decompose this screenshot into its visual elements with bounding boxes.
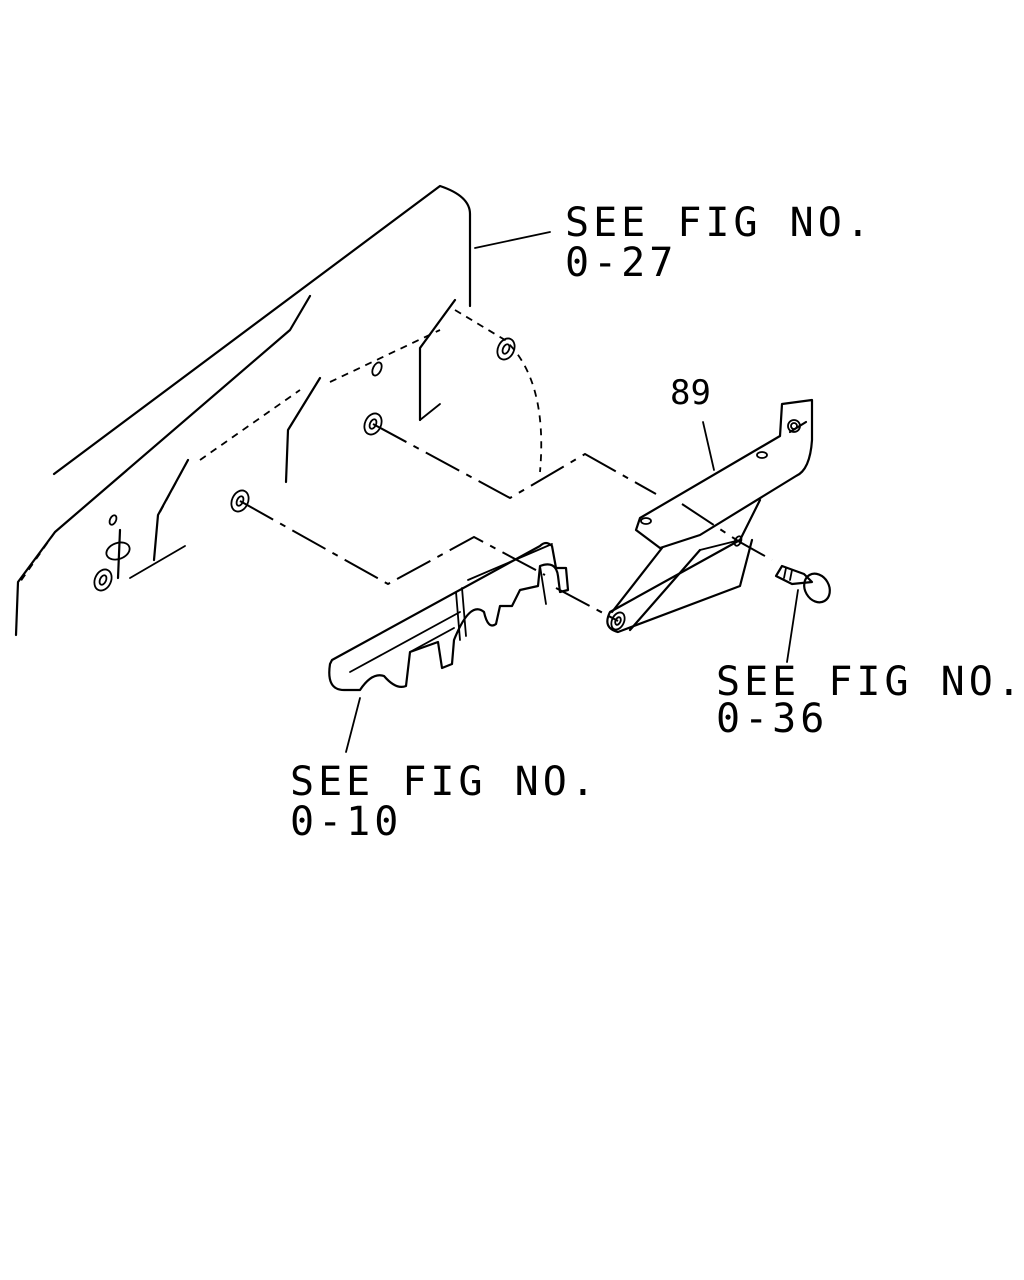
leader-89 (702, 421, 715, 471)
alignment-lines (239, 423, 773, 622)
leader-0-27 (474, 231, 551, 249)
lower-guard (328, 541, 570, 692)
leader-0-10 (345, 697, 361, 753)
leader-0-36 (786, 589, 799, 663)
bolt (774, 564, 831, 604)
callout-0-36-line2: 0-36 (716, 696, 828, 742)
callout-0-10-line1: SEE FIG NO. (290, 759, 599, 805)
callout-0-27-line1: SEE FIG NO. (565, 200, 874, 246)
frame-cross-member (14, 184, 543, 637)
part-number-89: 89 (670, 373, 711, 413)
callout-0-36-line1: SEE FIG NO. (716, 659, 1024, 705)
callout-0-27-line2: 0-27 (565, 240, 677, 286)
callout-0-10-line2: 0-10 (290, 799, 402, 845)
bracket-89 (606, 398, 814, 634)
